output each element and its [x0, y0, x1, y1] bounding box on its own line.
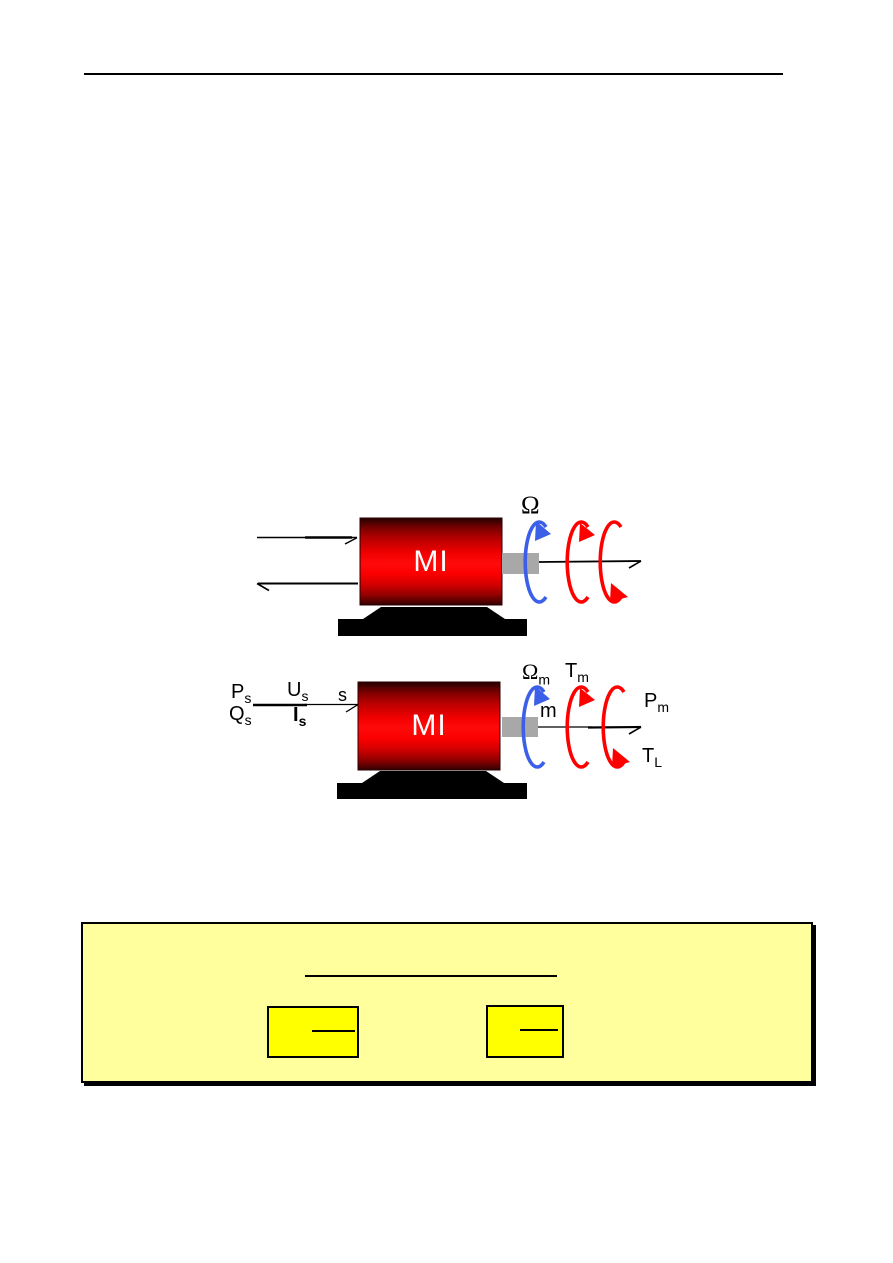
shaft-coupling — [502, 717, 538, 737]
rotation-arrow-red-1-icon — [565, 685, 595, 769]
mech-power-label: Pm — [644, 690, 670, 715]
formula-box-1 — [267, 1006, 359, 1058]
fraction-bar-2 — [520, 1029, 558, 1031]
motor-base — [338, 607, 527, 636]
stator-index-label: s — [338, 685, 347, 705]
stator-output-arrow — [256, 582, 358, 592]
rotation-arrow-blue-icon — [523, 520, 551, 604]
speed-symbol-label: Ω — [521, 492, 540, 519]
formula-box-2 — [486, 1005, 564, 1058]
shaft-index-label: m — [540, 700, 557, 722]
motor-body — [357, 681, 501, 771]
motor-torque-label: Tm — [565, 660, 589, 685]
mech-speed-label: Ωm — [522, 659, 551, 688]
motor-name-label: MI — [413, 544, 449, 578]
active-power-label: Ps — [231, 681, 252, 706]
rotation-arrow-red-2-icon — [601, 685, 630, 769]
panel-title-underline — [305, 975, 557, 977]
induction-motor-diagram-detailed — [253, 681, 642, 799]
shaft-axis-arrow — [538, 725, 642, 735]
load-torque-label: TL — [642, 745, 663, 770]
rotation-arrow-red-2-icon — [598, 520, 628, 604]
motor-base — [337, 771, 527, 799]
rotation-arrow-red-1-icon — [565, 520, 595, 604]
shaft-coupling — [502, 553, 539, 574]
stator-input-arrow — [253, 703, 359, 713]
voltage-label: Us — [287, 679, 309, 704]
shaft-axis-arrow — [538, 560, 642, 569]
header-rule — [84, 73, 783, 75]
highlight-panel — [81, 922, 813, 1083]
rotation-arrow-blue-icon — [521, 685, 550, 769]
induction-motor-diagram-simple — [256, 517, 642, 636]
motor-name-label: MI — [411, 709, 447, 742]
reactive-power-label: Qs — [229, 703, 252, 728]
stator-input-arrow — [257, 536, 358, 545]
current-label: Is — [293, 704, 307, 729]
fraction-bar-1 — [312, 1030, 355, 1032]
